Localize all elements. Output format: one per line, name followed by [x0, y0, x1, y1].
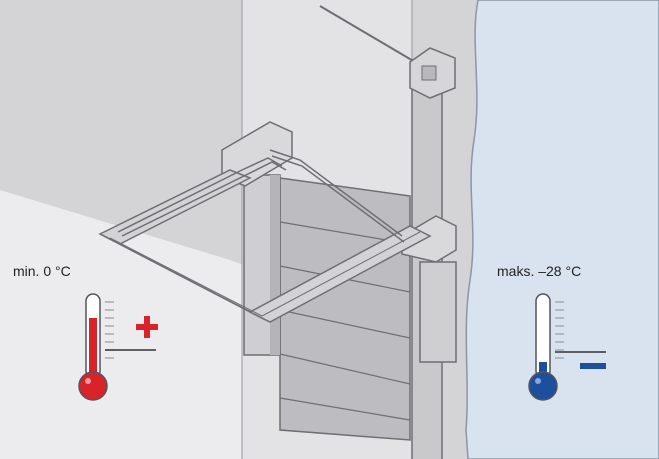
thermometer-icon — [78, 293, 156, 401]
min-temperature-label: min. 0 °C — [13, 263, 71, 279]
water-area — [465, 0, 659, 459]
minus-icon — [580, 363, 606, 369]
plus-icon — [136, 316, 158, 338]
cold-mercury — [539, 362, 547, 378]
thermometer-icon — [528, 293, 606, 401]
warm-mercury — [89, 318, 97, 378]
barrier-panels — [279, 177, 411, 441]
right-post-cap — [401, 215, 457, 263]
max-temperature-label: maks. –28 °C — [497, 263, 582, 279]
frame-rails — [98, 149, 432, 323]
support-wire — [319, 5, 416, 63]
